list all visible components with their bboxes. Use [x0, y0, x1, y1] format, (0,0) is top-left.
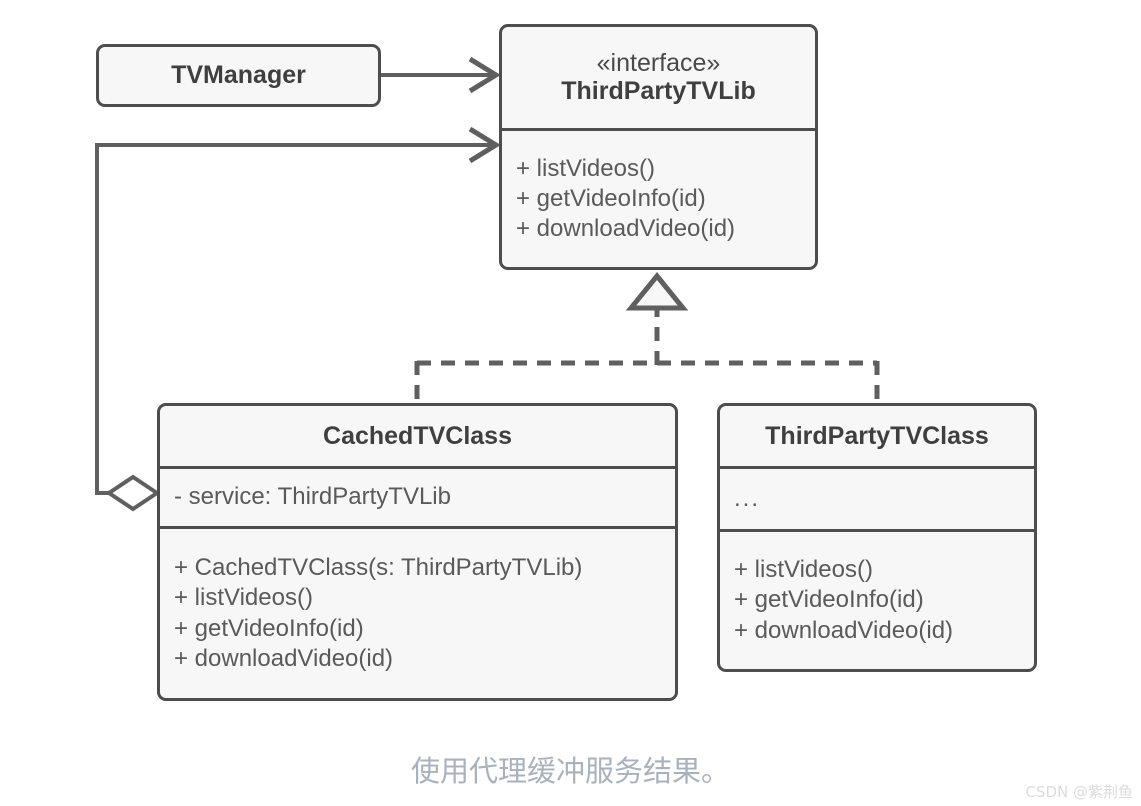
thirdpartytvlib-title-compartment: «interface» ThirdPartyTVLib: [502, 27, 815, 128]
watermark: CSDN @紫荆鱼: [1025, 783, 1133, 801]
hollow-triangle-icon: [625, 272, 689, 311]
open-arrow-icon: [468, 126, 501, 164]
method-item: + listVideos(): [516, 154, 655, 182]
diagram-caption: 使用代理缓冲服务结果。: [410, 754, 730, 788]
method-item: + downloadVideo(id): [516, 215, 736, 243]
thirdpartytvclass-methods-compartment: + listVideos() + getVideoInfo(id) + down…: [720, 529, 1034, 669]
edge-tvmanager-uses-interface: [381, 56, 501, 94]
stereotype-interface: «interface»: [596, 49, 721, 78]
method-item: + getVideoInfo(id): [516, 184, 706, 212]
method-item: + listVideos(): [734, 556, 873, 584]
class-box-thirdpartytvclass[interactable]: ThirdPartyTVClass ... + listVideos() + g…: [717, 403, 1037, 672]
method-item: + listVideos(): [174, 584, 313, 612]
method-item: + downloadVideo(id): [734, 616, 954, 644]
class-box-tvmanager[interactable]: TVManager: [96, 44, 381, 107]
tvmanager-title-compartment: TVManager: [99, 47, 378, 104]
class-name-tvmanager: TVManager: [171, 61, 306, 90]
method-item: + downloadVideo(id): [174, 644, 394, 672]
thirdpartytvclass-attributes-compartment: ...: [720, 466, 1034, 529]
class-box-thirdpartytvlib[interactable]: «interface» ThirdPartyTVLib + listVideos…: [499, 24, 818, 270]
attribute-item: ...: [734, 484, 761, 512]
class-name-cachedtvclass: CachedTVClass: [323, 421, 512, 450]
method-item: + getVideoInfo(id): [734, 586, 924, 614]
method-item: + getVideoInfo(id): [174, 614, 364, 642]
method-item: + CachedTVClass(s: ThirdPartyTVLib): [174, 554, 583, 582]
thirdpartytvclass-title-compartment: ThirdPartyTVClass: [720, 406, 1034, 466]
open-diamond-icon: [105, 474, 161, 512]
cachedtvclass-title-compartment: CachedTVClass: [160, 406, 675, 466]
class-name-thirdpartytvclass: ThirdPartyTVClass: [765, 421, 989, 450]
attribute-item: - service: ThirdPartyTVLib: [174, 483, 451, 511]
class-box-cachedtvclass[interactable]: CachedTVClass - service: ThirdPartyTVLib…: [157, 403, 678, 701]
edge-realization-bracket: [414, 272, 880, 403]
thirdpartytvlib-methods-compartment: + listVideos() + getVideoInfo(id) + down…: [502, 128, 815, 267]
cachedtvclass-methods-compartment: + CachedTVClass(s: ThirdPartyTVLib) + li…: [160, 526, 675, 698]
cachedtvclass-attributes-compartment: - service: ThirdPartyTVLib: [160, 466, 675, 526]
class-name-thirdpartytvlib: ThirdPartyTVLib: [561, 77, 756, 106]
open-arrow-icon: [468, 56, 501, 94]
